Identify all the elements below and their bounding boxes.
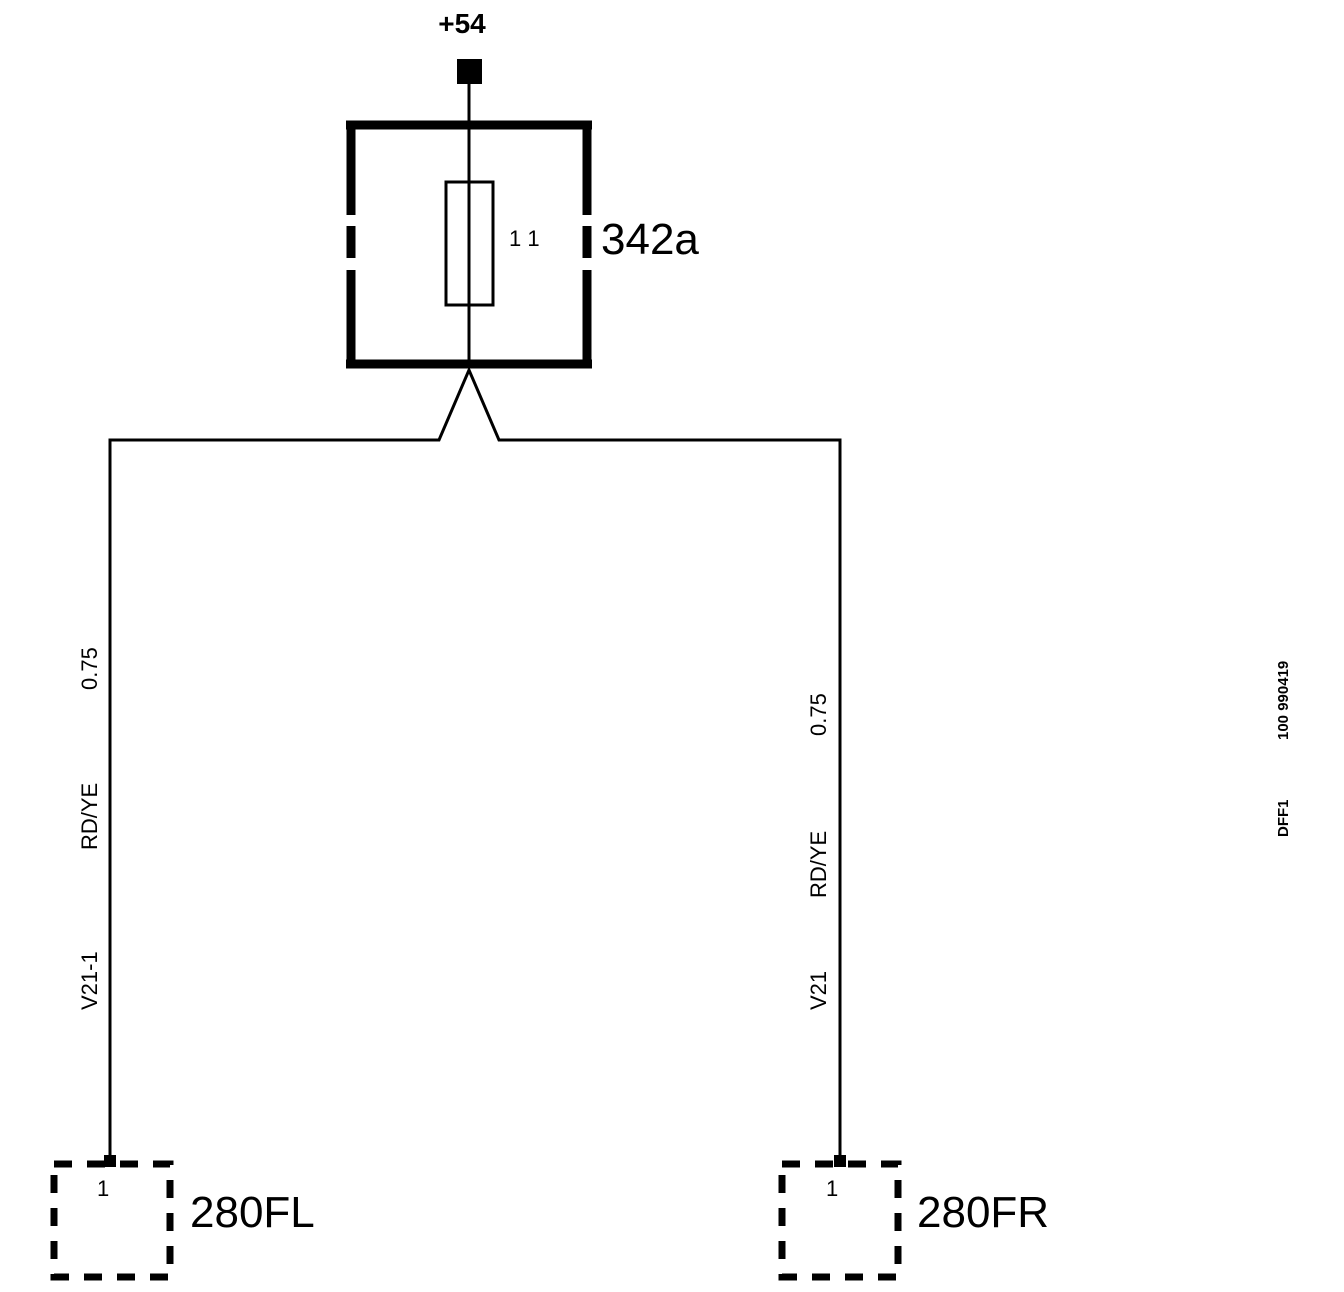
wire-code-left: V21-1 xyxy=(77,951,102,1010)
connector-id-right: 280FR xyxy=(917,1188,1049,1237)
connector-280fr: 1 280FR xyxy=(778,1155,1049,1281)
reference-code: 100 990419 xyxy=(1275,661,1292,740)
reference-block: 100 990419 DFF1 xyxy=(1275,661,1292,837)
connector-id-left: 280FL xyxy=(190,1188,315,1237)
wire-size-left: 0.75 xyxy=(77,647,102,690)
fuse-number: 1 1 xyxy=(509,226,540,251)
terminal-block xyxy=(457,59,482,84)
connector-280fl: 1 280FL xyxy=(50,1155,315,1281)
wire-labels-right: 0.75 RD/YE V21 xyxy=(806,693,831,1010)
connector-pin-right: 1 xyxy=(826,1176,838,1201)
wire-color-left: RD/YE xyxy=(77,783,102,850)
fuse-component-id: 342a xyxy=(601,215,699,264)
terminal-label: +54 xyxy=(438,8,486,39)
connector-pin-left: 1 xyxy=(97,1176,109,1201)
wire-color-right: RD/YE xyxy=(806,831,831,898)
reference-sheet: DFF1 xyxy=(1275,800,1292,838)
wire-labels-left: 0.75 RD/YE V21-1 xyxy=(77,647,102,1010)
splitter-wire xyxy=(108,366,842,1158)
fuse-box xyxy=(346,120,592,369)
wire-code-right: V21 xyxy=(806,971,831,1010)
wire-size-right: 0.75 xyxy=(806,693,831,736)
